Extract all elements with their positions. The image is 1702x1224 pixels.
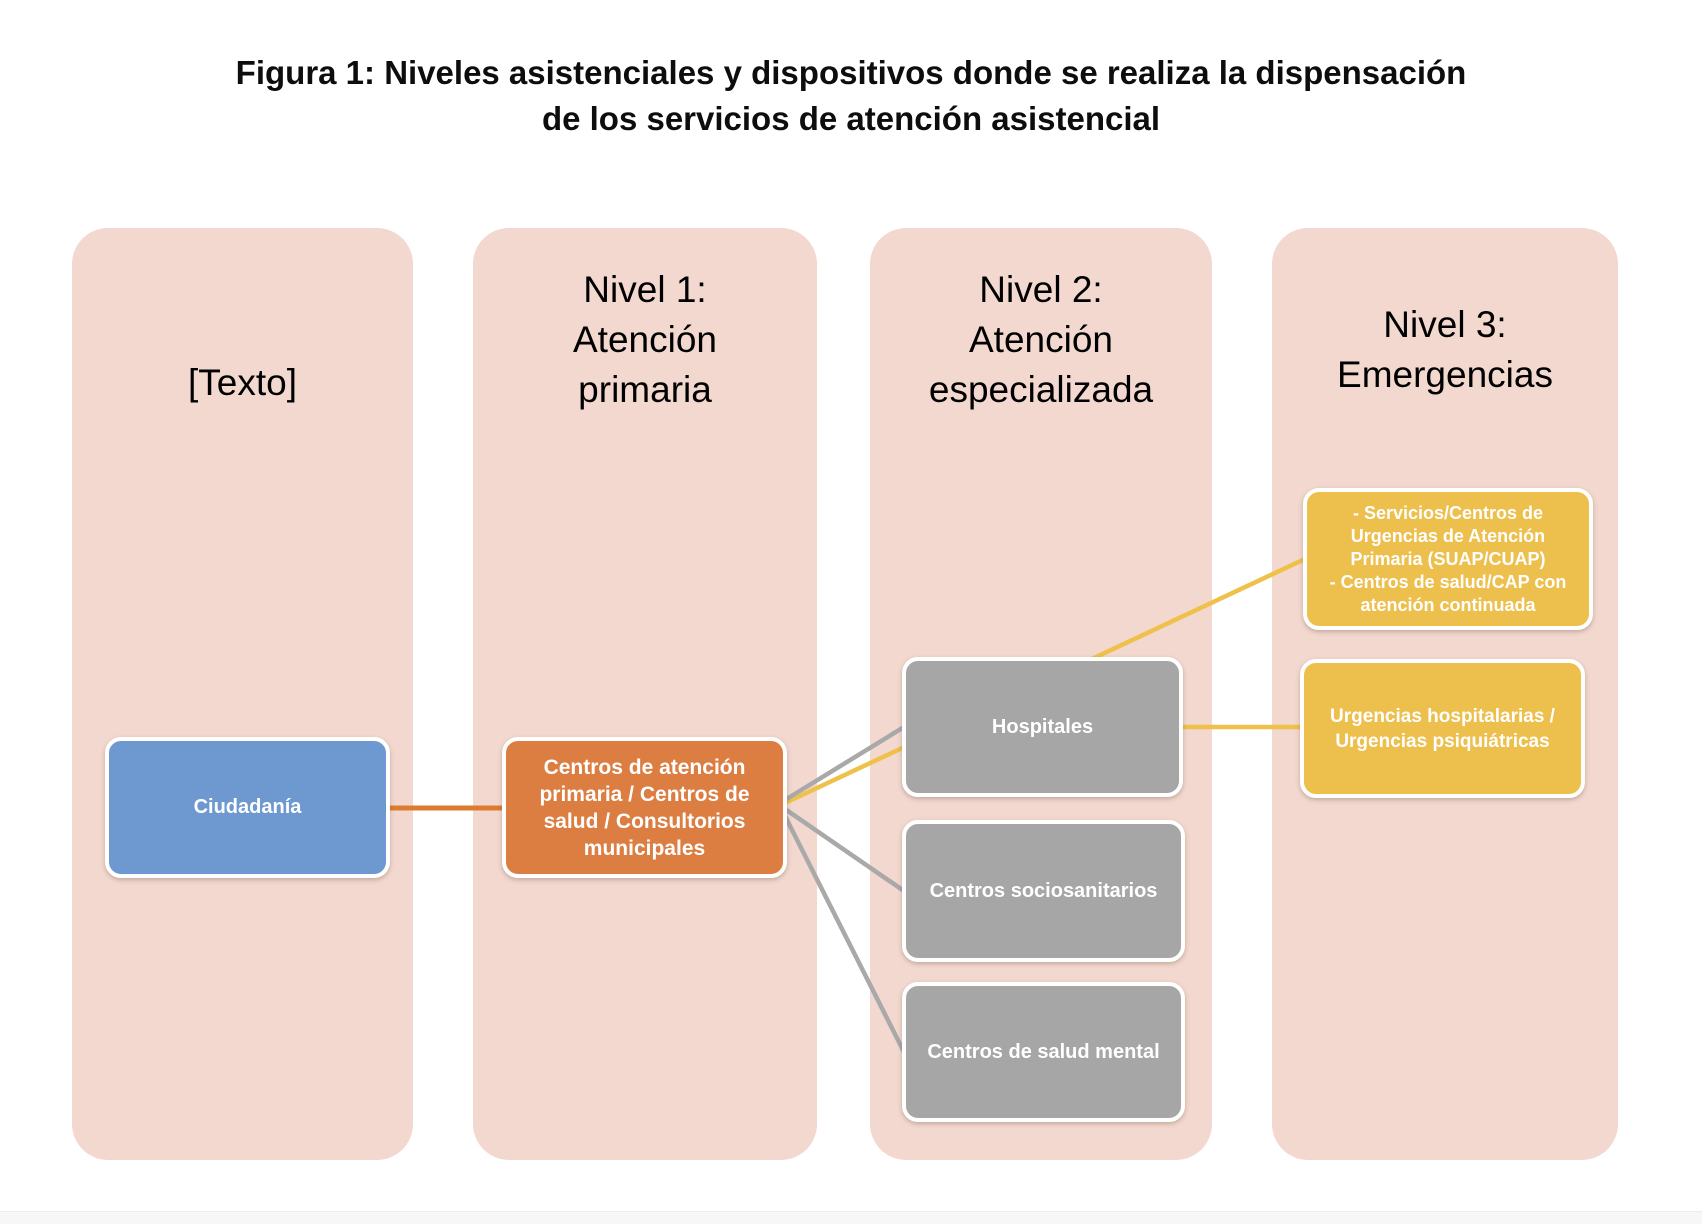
column-nivel2-header-line3: especializada xyxy=(928,369,1154,410)
node-urgencias-atencion-primaria: - Servicios/Centros de Urgencias de Aten… xyxy=(1303,488,1593,630)
column-texto-header-line: [Texto] xyxy=(188,362,297,403)
node-urgencias-atencion-primaria-line2: - Centros de salud/CAP con atención cont… xyxy=(1329,571,1567,615)
node-urgencias-hospitalarias: Urgencias hospitalarias / Urgencias psiq… xyxy=(1300,659,1585,798)
connector-primaria-sociosanitarios xyxy=(783,807,906,893)
node-centros-salud-mental: Centros de salud mental xyxy=(902,982,1185,1122)
node-centros-sociosanitarios-label: Centros sociosanitarios xyxy=(929,879,1158,902)
column-nivel1-header-line1: Nivel 1: xyxy=(583,269,707,310)
figure-title-line2: de los servicios de atención asistencial xyxy=(541,100,1161,137)
column-texto: [Texto] xyxy=(72,228,413,1160)
column-nivel1-header: Nivel 1: Atención primaria xyxy=(473,265,817,415)
node-hospitales: Hospitales xyxy=(902,657,1183,797)
node-ciudadania-label: Ciudadanía xyxy=(193,796,302,818)
connector-primaria-hospitales xyxy=(783,725,906,802)
connector-primaria-salud-mental xyxy=(782,814,907,1054)
figure-title: Figura 1: Niveles asistenciales y dispos… xyxy=(0,50,1702,142)
node-urgencias-atencion-primaria-line1: - Servicios/Centros de Urgencias de Aten… xyxy=(1350,502,1546,569)
page-bottom-edge xyxy=(0,1211,1702,1224)
column-nivel2-header: Nivel 2: Atención especializada xyxy=(870,265,1212,415)
column-nivel2-header-line2: Atención xyxy=(969,319,1113,360)
node-ciudadania: Ciudadanía xyxy=(105,737,390,878)
node-centros-salud-mental-label: Centros de salud mental xyxy=(927,1040,1160,1063)
column-nivel1-header-line2: Atención xyxy=(573,319,717,360)
column-nivel1-atencion-primaria: Nivel 1: Atención primaria xyxy=(473,228,817,1160)
column-nivel1-header-line3: primaria xyxy=(578,369,712,410)
node-centros-atencion-primaria: Centros de atención primaria / Centros d… xyxy=(502,737,787,878)
column-nivel3-header-line2: Emergencias xyxy=(1337,354,1553,395)
node-centros-atencion-primaria-label: Centros de atención primaria / Centros d… xyxy=(539,755,750,860)
column-texto-header: [Texto] xyxy=(72,358,413,408)
figure-title-line1: Figura 1: Niveles asistenciales y dispos… xyxy=(235,54,1467,91)
node-urgencias-hospitalarias-label: Urgencias hospitalarias / Urgencias psiq… xyxy=(1330,705,1555,752)
column-nivel2-header-line1: Nivel 2: xyxy=(979,269,1103,310)
node-centros-sociosanitarios: Centros sociosanitarios xyxy=(902,820,1185,962)
column-nivel3-header: Nivel 3: Emergencias xyxy=(1272,300,1618,400)
column-nivel3-header-line1: Nivel 3: xyxy=(1383,304,1507,345)
node-hospitales-label: Hospitales xyxy=(991,715,1094,738)
